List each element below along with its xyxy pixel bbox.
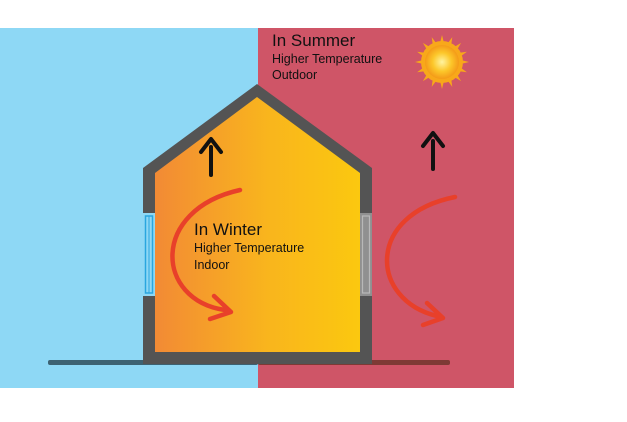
summer-line-2: Outdoor bbox=[272, 68, 317, 82]
winter-title: In Winter bbox=[194, 220, 262, 239]
winter-line-1: Higher Temperature bbox=[194, 241, 304, 255]
up-arrow-icon-outdoor bbox=[421, 131, 445, 171]
curved-arrow-icon-indoor bbox=[170, 187, 243, 322]
window-left-icon bbox=[143, 213, 155, 296]
sun-icon bbox=[415, 35, 469, 89]
house-interior bbox=[155, 97, 360, 352]
summer-line-1: Higher Temperature bbox=[272, 52, 382, 66]
window-right-icon bbox=[360, 213, 372, 296]
summer-title: In Summer bbox=[272, 31, 355, 50]
winter-line-2: Indoor bbox=[194, 258, 229, 272]
curved-arrow-icon-outdoor bbox=[384, 194, 458, 328]
up-arrow-icon-indoor bbox=[199, 137, 223, 177]
